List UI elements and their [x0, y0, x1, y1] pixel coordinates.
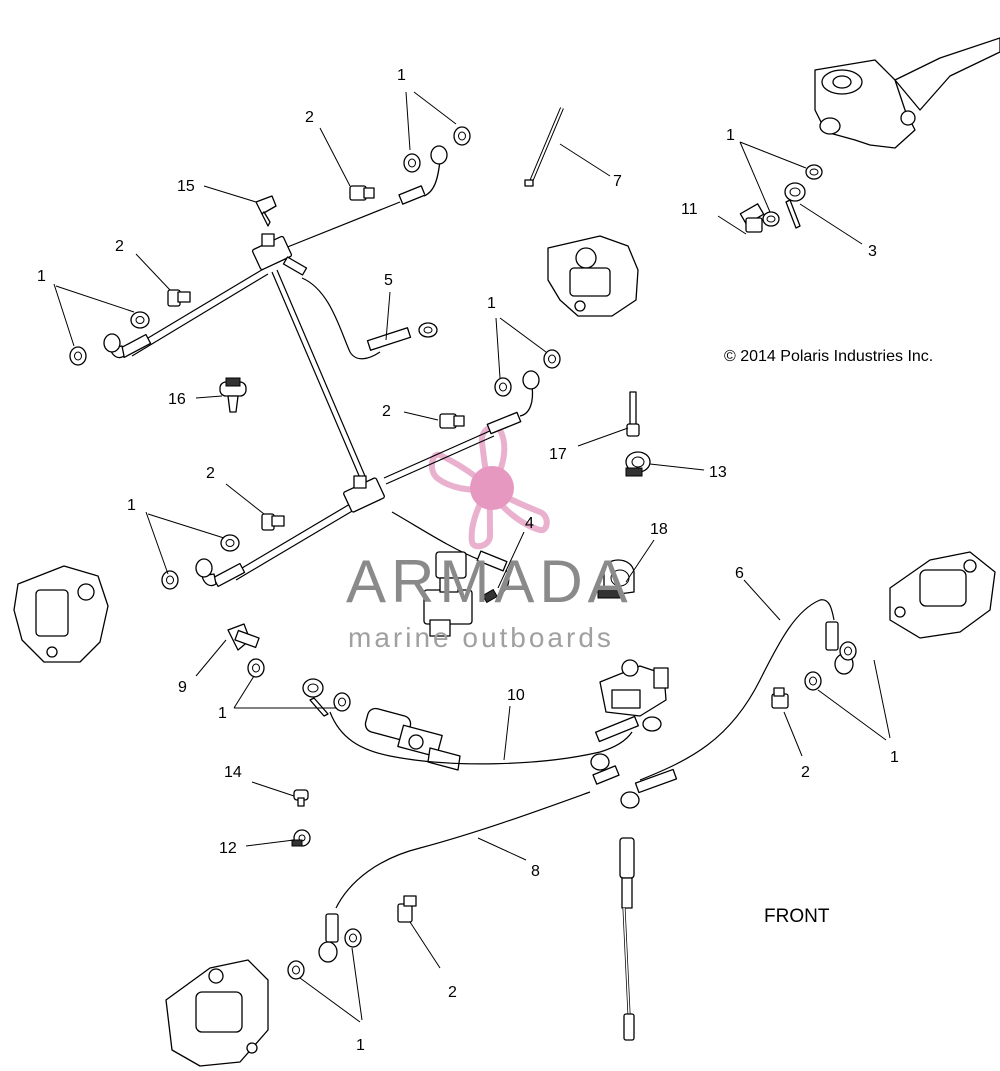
callout-1-top: 1 — [397, 67, 406, 84]
callout-13: 13 — [709, 464, 727, 481]
caliper-bottom-left — [165, 959, 269, 1067]
clamp-13 — [625, 451, 651, 477]
callout-10: 10 — [507, 687, 525, 704]
caliper-left — [13, 565, 109, 663]
rivet-17 — [626, 391, 640, 437]
caliper-right — [889, 551, 996, 639]
callout-3: 3 — [868, 243, 877, 260]
callout-1-left: 1 — [37, 268, 46, 285]
callout-14: 14 — [224, 764, 242, 781]
washer-set-top — [69, 126, 471, 366]
callout-1-bottom-left: 1 — [218, 705, 227, 722]
callout-1-right: 1 — [890, 749, 899, 766]
callout-2-mid: 2 — [382, 403, 391, 420]
callout-1-mid: 1 — [487, 295, 496, 312]
callout-1-bottom: 1 — [356, 1037, 365, 1054]
rear-left-hose-8 — [287, 753, 620, 980]
callout-11: 11 — [681, 201, 698, 218]
cable-tie-7 — [524, 107, 564, 187]
front-master-cylinder — [814, 37, 1000, 149]
callout-4: 4 — [525, 515, 534, 532]
callout-17: 17 — [549, 446, 567, 463]
rear-master-cylinder — [364, 707, 461, 771]
screw-15 — [255, 195, 277, 227]
watermark-subtitle: marine outboards — [348, 622, 614, 653]
callout-16: 16 — [168, 391, 186, 408]
callout-8: 8 — [531, 863, 540, 880]
copyright-notice: © 2014 Polaris Industries Inc. — [724, 348, 934, 365]
watermark-brand-text: ARMADA — [346, 548, 633, 615]
callout-7: 7 — [613, 173, 622, 190]
push-rivet-9 — [227, 623, 260, 651]
banjo-bolt-top — [349, 185, 375, 201]
front-tee-hose-assembly — [103, 145, 448, 479]
callout-1-lower: 1 — [127, 497, 136, 514]
callout-2-top: 2 — [305, 109, 314, 126]
hose-clip-16 — [219, 377, 247, 413]
callout-numbers: 1 2 15 2 1 5 16 7 1 11 3 1 2 17 13 2 1 4… — [37, 67, 899, 1054]
callout-18: 18 — [650, 521, 668, 538]
front-direction-label: FRONT — [764, 906, 830, 927]
callout-9: 9 — [178, 679, 187, 696]
callout-2-left: 2 — [115, 238, 124, 255]
callout-12: 12 — [219, 840, 237, 857]
callout-2-lower: 2 — [206, 465, 215, 482]
callout-5: 5 — [384, 272, 393, 289]
brake-switch-cable — [619, 837, 635, 1041]
clamp-18 — [597, 559, 635, 599]
rear-hose-10 — [247, 658, 662, 765]
screw-14 — [293, 789, 309, 807]
callout-15: 15 — [177, 178, 195, 195]
rear-valve-block — [599, 659, 669, 717]
banjo-bolt-left — [167, 289, 191, 307]
proportioning-valve — [423, 551, 473, 637]
leader-lines — [53, 91, 891, 1023]
rear-tee-hose-assembly — [195, 370, 540, 604]
caliper-top-center — [547, 235, 639, 317]
callout-2-bottom: 2 — [448, 984, 457, 1001]
callout-2-right: 2 — [801, 764, 810, 781]
clip-12 — [291, 829, 311, 847]
callout-6: 6 — [735, 565, 744, 582]
mid-washers-bolts — [161, 349, 561, 590]
watermark-propeller-logo — [428, 423, 550, 550]
callout-1-master-cylinder: 1 — [726, 127, 735, 144]
master-cylinder-fittings — [739, 164, 823, 233]
rear-right-hose-6 — [620, 599, 857, 809]
